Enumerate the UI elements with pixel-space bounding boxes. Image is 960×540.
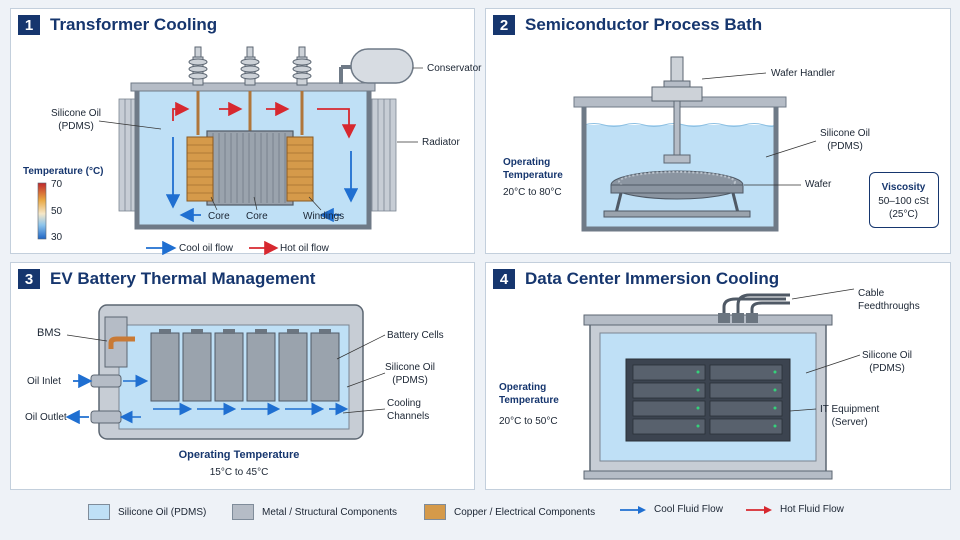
- battery-cells-label: Battery Cells: [387, 330, 444, 341]
- oil-outlet-pipe: [90, 410, 122, 424]
- silicone-oil-label: Silicone Oil(PDMS): [862, 350, 913, 374]
- bath-tank: [581, 97, 779, 232]
- silicone-oil-label: Silicone Oil(PDMS): [820, 128, 871, 152]
- silicone-oil-swatch: [88, 504, 110, 520]
- panel-title: Semiconductor Process Bath: [525, 15, 763, 34]
- silicone-oil-label: Silicone Oil(PDMS): [385, 362, 436, 386]
- it-equipment-label: IT Equipment(Server): [820, 404, 880, 428]
- radiator-label: Radiator: [422, 137, 460, 148]
- legend-cool-flow: Cool Fluid Flow: [620, 504, 723, 515]
- temperature-tick-50: 50: [51, 206, 63, 217]
- process-bath-illustration: [573, 56, 817, 232]
- legend-silicone-oil: Silicone Oil (PDMS): [88, 504, 206, 520]
- wafer-handler: [651, 86, 703, 102]
- temperature-tick-30: 30: [51, 232, 63, 243]
- blue-arrow-icon: [620, 505, 646, 514]
- windings-label: Windings: [303, 211, 345, 222]
- panel-number: 4: [493, 269, 515, 289]
- ev-battery-panel: 3 EV Battery Thermal Management: [10, 262, 475, 490]
- cable-feedthroughs: [722, 293, 790, 315]
- panel-title: Transformer Cooling: [50, 15, 218, 34]
- core-label-center: Core: [246, 211, 268, 222]
- figure-legend: Silicone Oil (PDMS) Metal / Structural C…: [0, 496, 960, 532]
- operating-temperature-range: 20°C to 80°C: [503, 187, 562, 198]
- bushings: [188, 46, 312, 86]
- core-label-left: Core: [208, 211, 230, 222]
- temperature-scale-title: Temperature (°C): [23, 166, 104, 177]
- transformer-cooling-panel: 1 Transformer Cooling: [10, 8, 481, 256]
- battery-cells: [150, 332, 340, 402]
- legend-metal: Metal / Structural Components: [232, 504, 397, 520]
- viscosity-value: 50–100 cSt: [878, 196, 929, 207]
- conservator-tank: [350, 48, 414, 84]
- transformer-illustration: [37, 46, 423, 256]
- immersion-tank-illustration: [583, 288, 861, 480]
- tank-lid: [583, 314, 833, 326]
- hot-oil-flow-arrows: [172, 101, 357, 139]
- transformer-core: [206, 130, 294, 206]
- panel-number: 1: [18, 15, 40, 35]
- panel-title: Data Center Immersion Cooling: [525, 269, 780, 288]
- data-center-panel: 4 Data Center Immersion Cooling: [485, 262, 951, 490]
- viscosity-box: Viscosity 50–100 cSt (25°C): [869, 172, 939, 228]
- conservator-label: Conservator: [427, 63, 482, 74]
- battery-pack-illustration: [65, 304, 386, 440]
- panel-number: 3: [18, 269, 40, 289]
- bms-label: BMS: [37, 327, 61, 339]
- cool-oil-flow-legend: Cool oil flow: [179, 243, 233, 254]
- legend-copper: Copper / Electrical Components: [424, 504, 595, 520]
- cool-oil-flow-arrows: [165, 137, 359, 223]
- copper-swatch: [424, 504, 446, 520]
- semiconductor-bath-panel: 2 Semiconductor Process Bath Wafer Handl…: [485, 8, 951, 254]
- operating-temperature-range: 15°C to 45°C: [209, 467, 269, 478]
- panel-number: 2: [493, 15, 515, 35]
- legend-hot-flow: Hot Fluid Flow: [746, 504, 844, 515]
- operating-temperature-title: Operating Temperature: [178, 449, 300, 461]
- cooling-flow-arrows: [119, 374, 349, 424]
- temperature-tick-70: 70: [51, 179, 63, 190]
- red-arrow-icon: [746, 505, 772, 514]
- handler-shaft: [673, 100, 681, 156]
- oil-inlet-pipe: [90, 374, 122, 388]
- panel-title: EV Battery Thermal Management: [50, 269, 316, 288]
- hot-oil-flow-legend: Hot oil flow: [280, 243, 329, 254]
- metal-swatch: [232, 504, 254, 520]
- viscosity-title: Viscosity: [881, 182, 926, 193]
- silicone-oil-label: Silicone Oil(PDMS): [51, 108, 102, 132]
- oil-outlet-label: Oil Outlet: [25, 412, 67, 423]
- temperature-scale-bar: [37, 182, 47, 240]
- operating-temperature-range: 20°C to 50°C: [499, 416, 558, 427]
- wafer-handler-label: Wafer Handler: [771, 68, 836, 79]
- wafer-label: Wafer: [805, 179, 832, 190]
- bms-module: [104, 316, 128, 368]
- oil-inlet-label: Oil Inlet: [27, 376, 61, 387]
- viscosity-temp: (25°C): [888, 209, 918, 220]
